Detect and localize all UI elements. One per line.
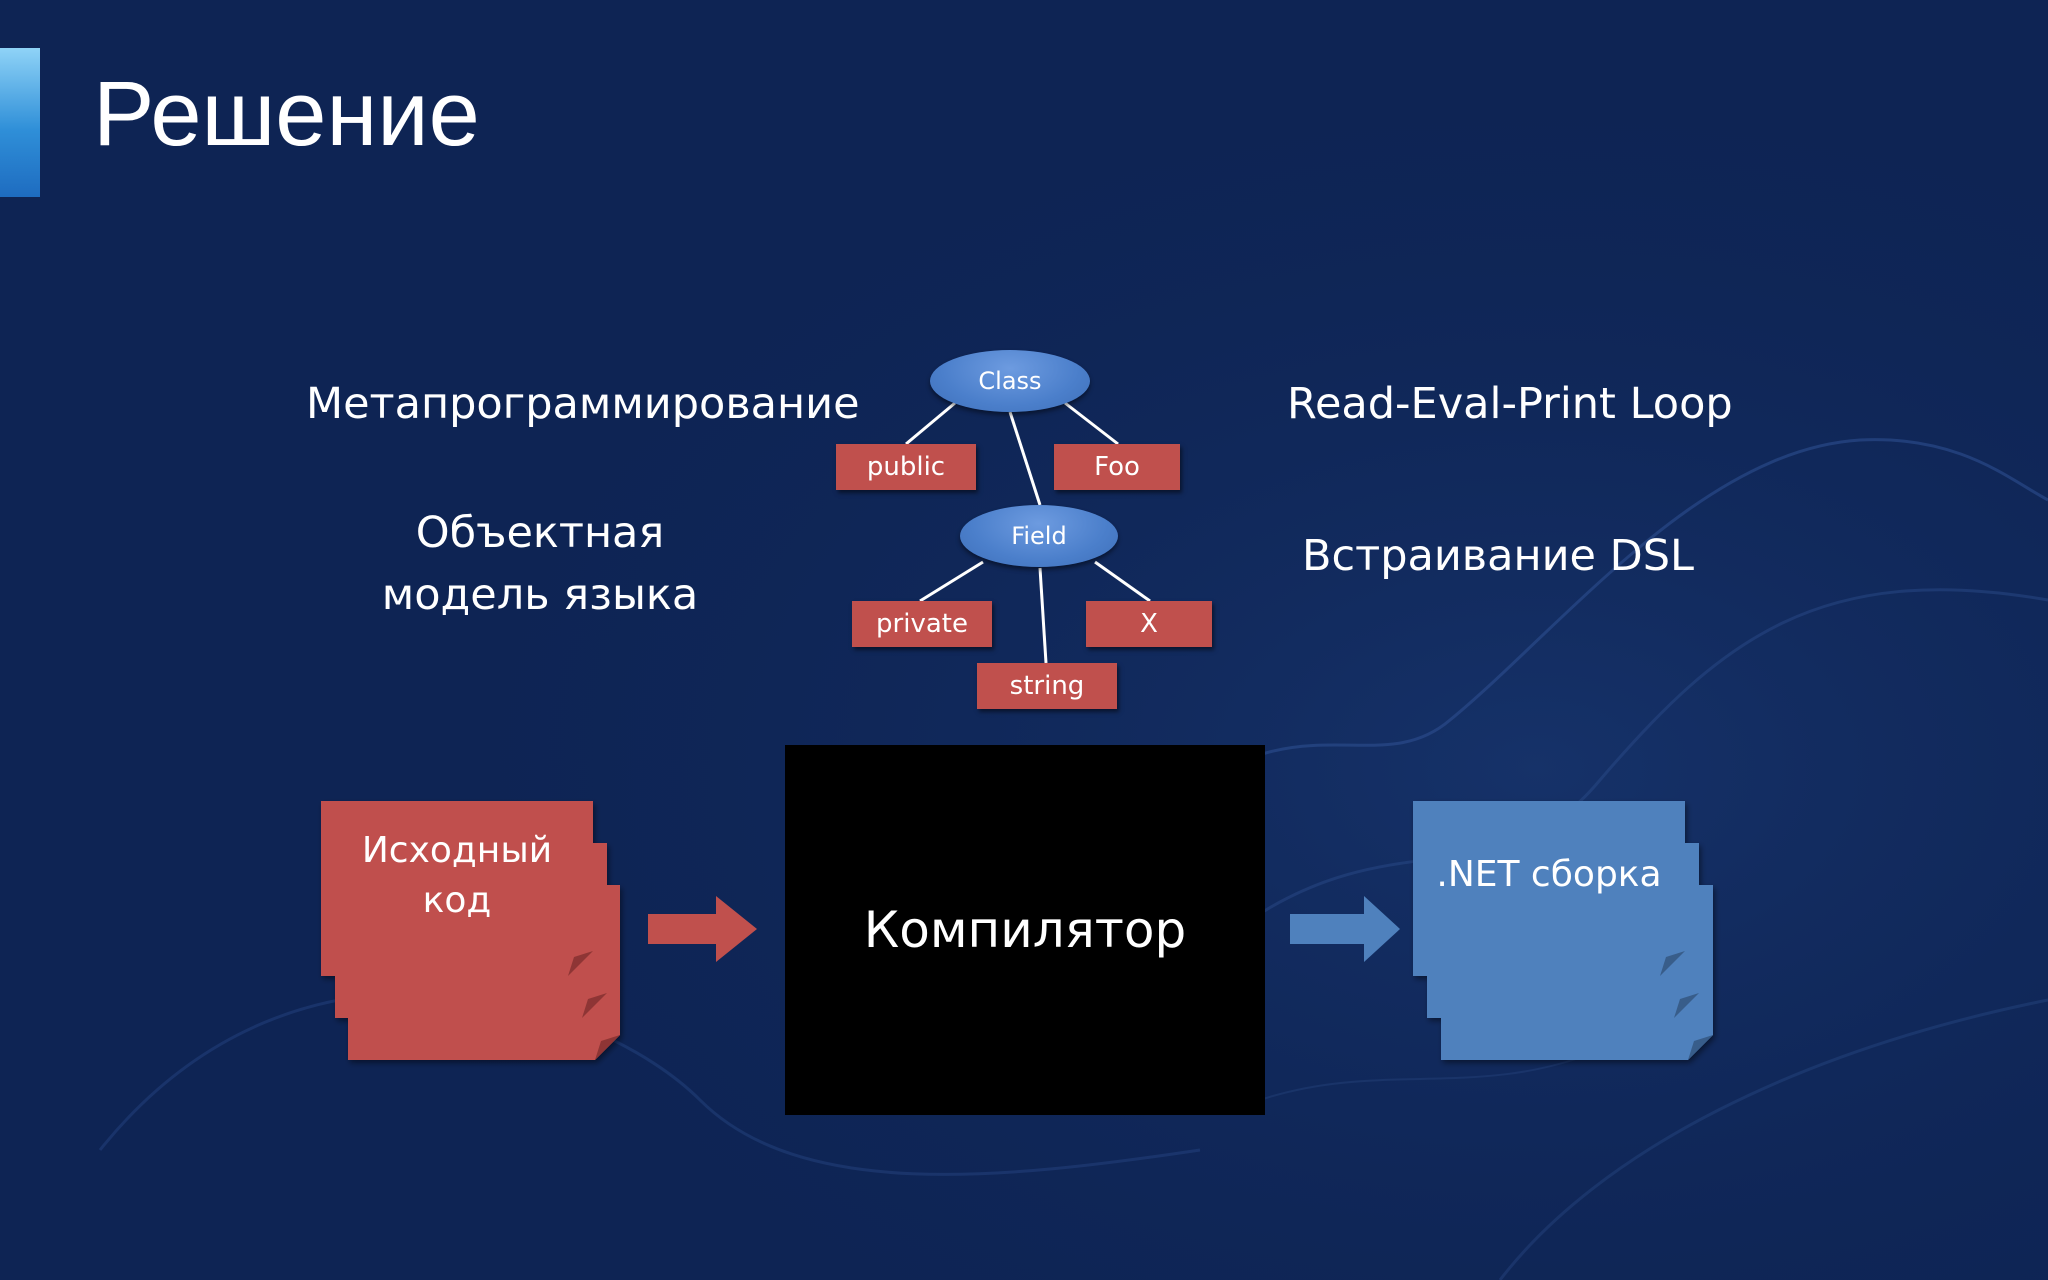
compiler-label: Компилятор: [863, 901, 1187, 959]
net-assembly-label: .NET сборка: [1436, 854, 1662, 895]
tree-node-class: Class: [930, 350, 1090, 412]
edge-class-field: [1008, 411, 1042, 506]
object-model-line2: модель языка: [381, 570, 699, 620]
output-doc-front: [1413, 801, 1685, 976]
source-doc-stack: [321, 801, 620, 1060]
tree-node-field: Field: [960, 505, 1118, 567]
metaprogramming-label: Метапрограммирование: [306, 379, 860, 429]
tree-node-foo: Foo: [1054, 444, 1180, 490]
arrow-to-compiler: [648, 896, 757, 962]
source-code-label: Исходный код: [321, 826, 593, 926]
tree-node-string: string: [977, 663, 1117, 709]
arrow-from-compiler: [1290, 896, 1400, 962]
tree-node-x: X: [1086, 601, 1212, 647]
object-model-label: Объектная модель языка: [380, 502, 700, 626]
object-model-line1: Объектная: [415, 508, 665, 558]
dsl-label: Встраивание DSL: [1302, 531, 1695, 581]
tree-node-public: public: [836, 444, 976, 490]
edge-class-foo: [1064, 401, 1119, 446]
edge-field-x: [1094, 560, 1151, 603]
slide-title: Решение: [93, 63, 480, 165]
tree-node-private: private: [852, 601, 992, 647]
repl-label: Read-Eval-Print Loop: [1287, 379, 1733, 429]
edge-class-public: [905, 401, 956, 446]
title-accent-bar: [0, 48, 40, 197]
output-doc-stack: [1413, 801, 1713, 1060]
edge-field-string: [1038, 567, 1048, 664]
edge-field-private: [919, 560, 984, 603]
source-code-line1: Исходный: [361, 830, 553, 871]
source-code-line2: код: [422, 880, 492, 921]
source-doc-front: [321, 801, 593, 976]
compiler-box: [785, 745, 1265, 1115]
